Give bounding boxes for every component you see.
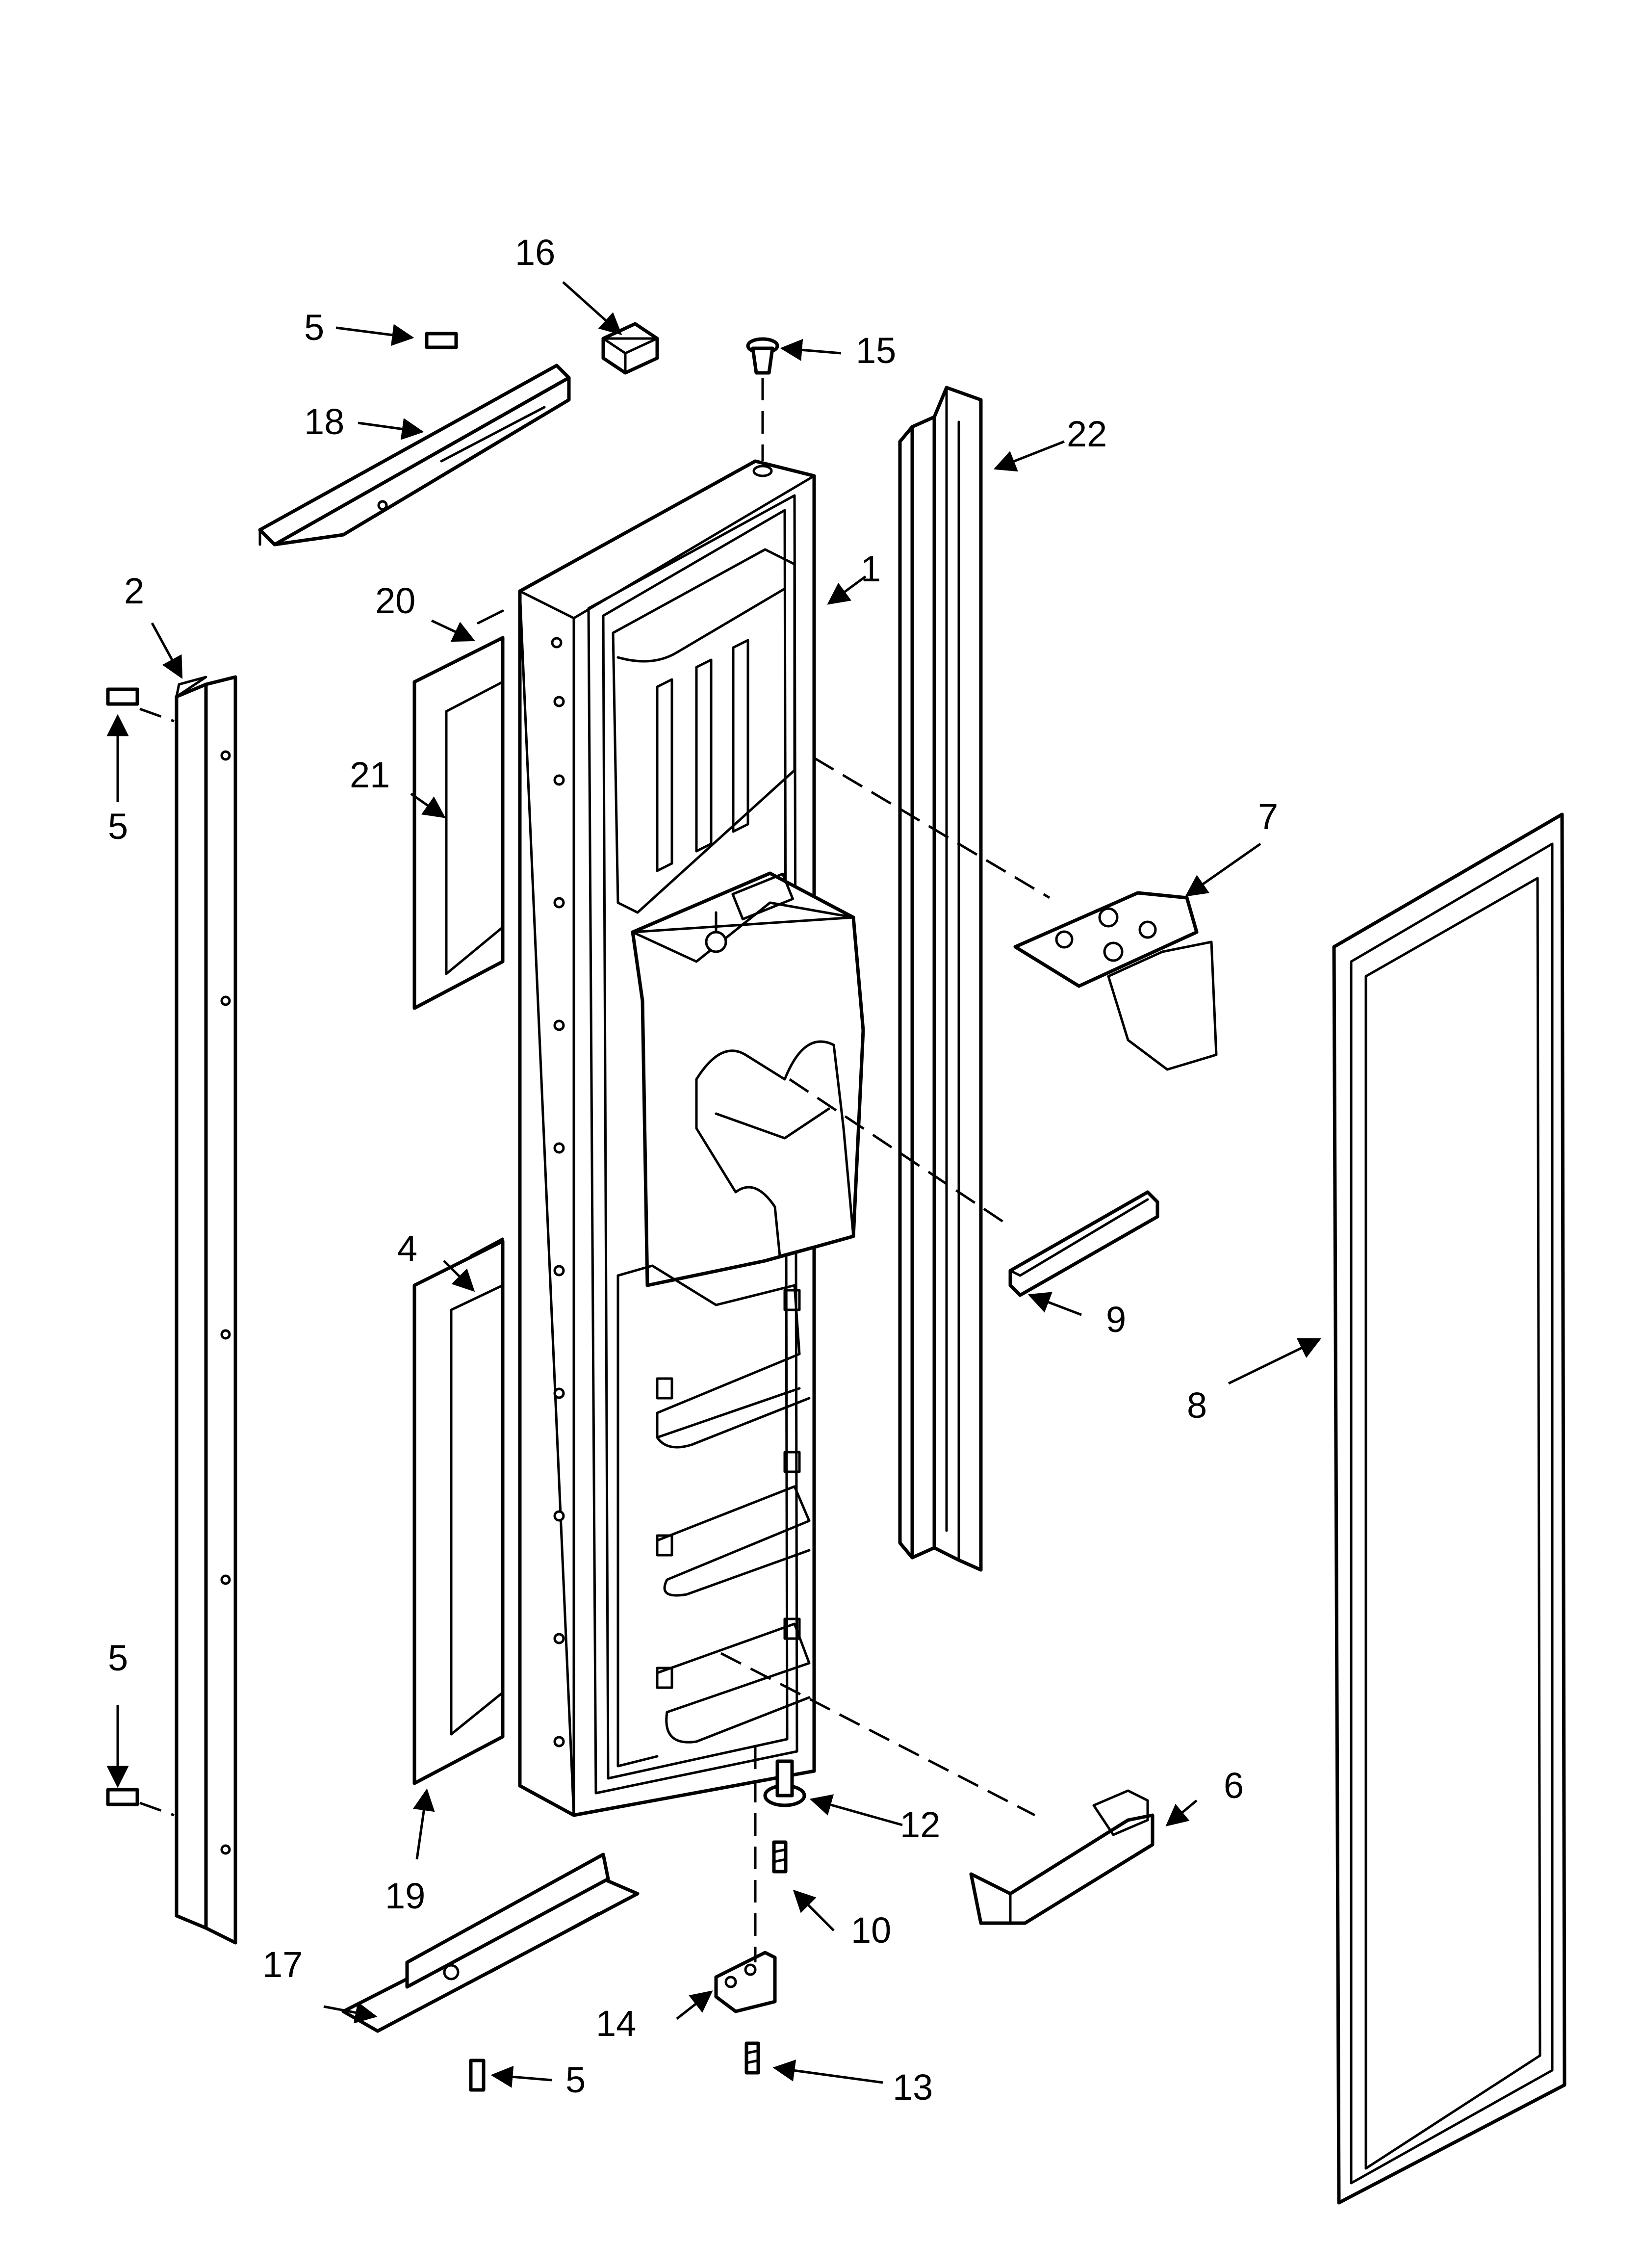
callout-19: 19 [385, 1876, 425, 1916]
part-9-channel [1008, 1190, 1159, 1297]
callout-5b: 5 [108, 806, 128, 847]
callout-21: 21 [350, 755, 390, 795]
callout-20: 20 [375, 580, 415, 621]
callout-13: 13 [893, 2067, 933, 2108]
callout-2: 2 [124, 571, 144, 611]
callout-5a: 5 [304, 307, 324, 348]
callout-8: 8 [1187, 1385, 1207, 1426]
part-16-block [601, 322, 659, 375]
part-1-freezer-door [518, 459, 865, 1817]
callout-5c: 5 [108, 1638, 128, 1678]
callout-1: 1 [861, 548, 881, 589]
callout-22: 22 [1067, 414, 1107, 454]
part-18-top-trim [258, 364, 571, 547]
callout-10: 10 [851, 1910, 891, 1951]
callout-6: 6 [1224, 1765, 1244, 1806]
part-22-door-trim [898, 386, 983, 1572]
part-2-side-trim [175, 675, 237, 1945]
callout-12: 12 [900, 1804, 940, 1845]
callout-17: 17 [262, 1944, 303, 1985]
callout-labels: 1 2 4 5 5 5 5 6 7 8 9 10 12 13 14 15 16 … [108, 232, 1278, 2108]
part-12-hinge-pin [763, 1759, 806, 1807]
part-8-door-gasket [1332, 812, 1566, 2205]
part-17-bottom-trim [341, 1852, 640, 2033]
screw-5-top [425, 332, 458, 349]
part-20-21-upper-panels [412, 609, 505, 1010]
callout-7: 7 [1258, 796, 1278, 837]
callout-18: 18 [304, 401, 344, 442]
callout-leaders [106, 281, 1322, 2088]
screw-5-left-lower [106, 1788, 139, 1806]
callout-5d: 5 [565, 2059, 586, 2100]
part-6-bracket [969, 1789, 1155, 1925]
callout-15: 15 [856, 330, 896, 371]
part-15-plug [746, 337, 779, 375]
callout-9: 9 [1106, 1299, 1126, 1340]
part-4-19-lower-panels [412, 1237, 505, 1785]
part-7-bracket [1013, 891, 1218, 1071]
assembly-lines [139, 378, 1051, 1962]
screw-5-left-upper [106, 687, 139, 706]
part-10-screw [772, 1840, 788, 1874]
part-14-bottom-hinge [714, 1951, 777, 2013]
part-13-screw [744, 2041, 760, 2075]
callout-16: 16 [515, 232, 555, 273]
screw-5-bottom [469, 2059, 486, 2092]
door-side-holes [551, 637, 565, 1747]
callout-4: 4 [397, 1228, 417, 1269]
callout-14: 14 [596, 2003, 636, 2044]
